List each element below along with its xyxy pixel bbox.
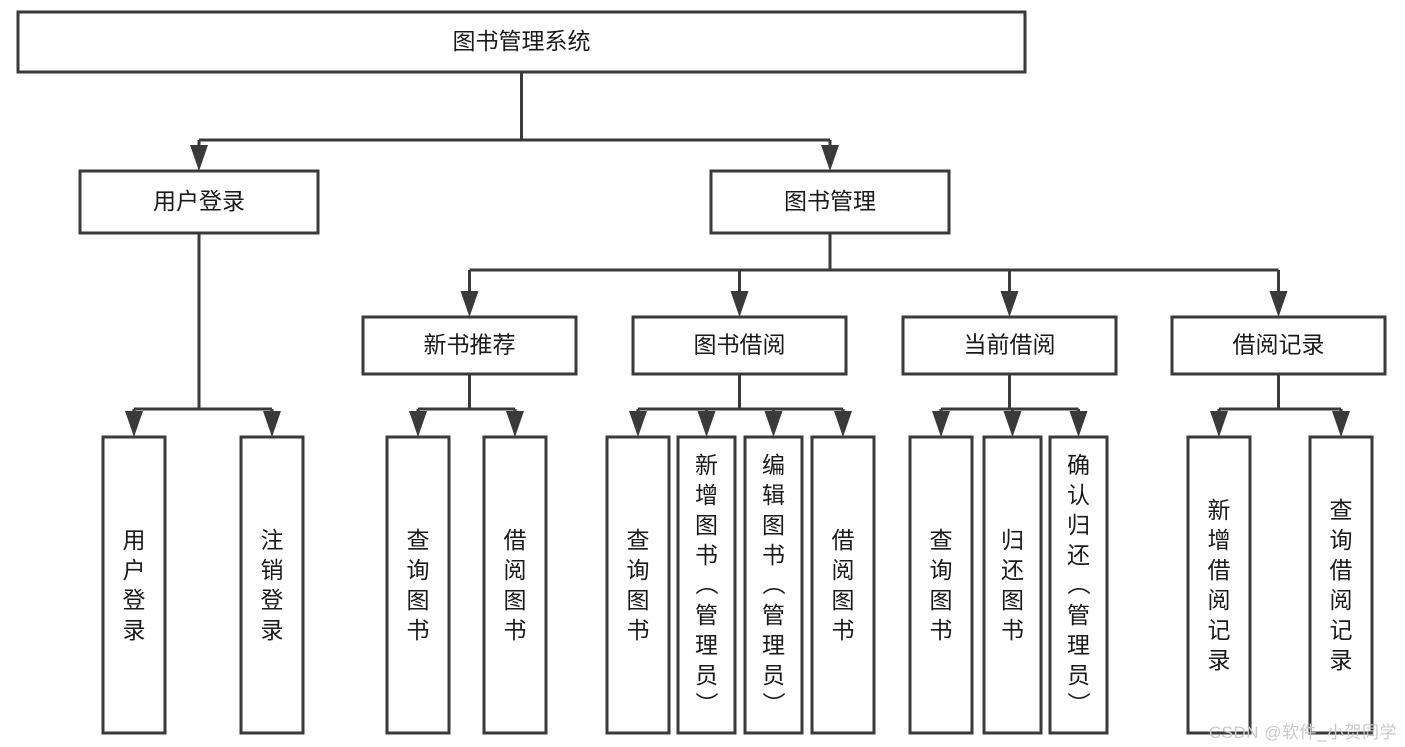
node-leaf-6-box[interactable] [743,435,804,735]
node-level3-0-box[interactable] [361,315,578,376]
node-leaf-4-label: 查询图书 [627,527,650,643]
arrow-head-icon-level2-1 [821,145,839,171]
node-level2-0-box[interactable] [78,169,320,235]
node-leaf-5-box[interactable] [676,435,737,735]
arrow-head-icon-leaf-9 [1003,411,1022,437]
node-level2-1-label: 图书管理 [784,188,876,214]
node-leaf-11[interactable]: 新增借阅记录 [1186,435,1252,735]
node-leaf-2[interactable]: 查询图书 [385,435,451,735]
node-level2-0-label: 用户登录 [153,188,245,214]
node-leaf-8[interactable]: 查询图书 [908,435,974,735]
node-leaf-1-box[interactable] [239,435,305,735]
arrow-head-icon-leaf-6 [764,411,783,437]
node-leaf-9[interactable]: 归还图书 [982,435,1043,735]
node-level2-1[interactable]: 图书管理 [709,169,951,235]
node-leaf-3-label: 借阅图书 [504,527,527,643]
arrow-head-icon-level3-2 [1000,291,1019,317]
node-leaf-5-label: 新增图书（管理员） [695,452,719,718]
arrow-head-icon-level3-1 [730,291,749,317]
node-leaf-7[interactable]: 借阅图书 [810,435,876,735]
arrow-head-icon-level3-3 [1269,291,1288,317]
node-leaf-5[interactable]: 新增图书（管理员） [676,435,737,735]
connectors-layer [125,72,1350,437]
node-leaf-0-label: 用户登录 [123,527,146,643]
arrow-head-icon-leaf-0 [125,411,143,437]
node-level2-0[interactable]: 用户登录 [78,169,320,235]
node-leaf-4-box[interactable] [605,435,671,735]
node-root-label: 图书管理系统 [453,28,591,54]
node-leaf-6-label: 编辑图书（管理员） [762,452,786,718]
node-leaf-10-box[interactable] [1048,435,1109,735]
arrow-head-icon-leaf-11 [1210,411,1228,437]
node-leaf-1[interactable]: 注销登录 [239,435,305,735]
node-leaf-7-box[interactable] [810,435,876,735]
node-leaf-12-label: 查询借阅记录 [1330,497,1353,673]
node-leaf-6[interactable]: 编辑图书（管理员） [743,435,804,735]
arrow-head-icon-leaf-3 [506,411,524,437]
node-level3-1[interactable]: 图书借阅 [631,315,848,376]
node-leaf-9-label: 归还图书 [1001,527,1024,643]
node-leaf-3[interactable]: 借阅图书 [482,435,548,735]
nodes-layer: 图书管理系统用户登录图书管理新书推荐图书借阅当前借阅借阅记录用户登录注销登录查询… [16,10,1387,735]
node-level2-1-box[interactable] [709,169,951,235]
node-leaf-11-box[interactable] [1186,435,1252,735]
arrow-head-icon-leaf-5 [697,411,716,437]
node-leaf-9-box[interactable] [982,435,1043,735]
arrow-head-icon-level3-0 [460,291,479,317]
arrow-head-icon-leaf-1 [263,411,281,437]
node-leaf-8-label: 查询图书 [930,527,953,643]
node-level3-2-label: 当前借阅 [964,332,1056,358]
node-root[interactable]: 图书管理系统 [16,10,1027,74]
node-leaf-10[interactable]: 确认归还（管理员） [1048,435,1109,735]
node-leaf-12-box[interactable] [1308,435,1374,735]
node-leaf-2-label: 查询图书 [407,527,430,643]
node-leaf-12[interactable]: 查询借阅记录 [1308,435,1374,735]
csdn-watermark: CSDN @软件_小贺同学 [1208,723,1397,742]
arrow-head-icon-leaf-10 [1069,411,1088,437]
arrow-head-icon-leaf-7 [834,411,852,437]
node-leaf-10-label: 确认归还（管理员） [1067,452,1091,718]
node-leaf-8-box[interactable] [908,435,974,735]
node-root-box[interactable] [16,10,1027,74]
node-level3-3-label: 借阅记录 [1233,332,1325,358]
node-level3-0-label: 新书推荐 [424,332,516,358]
node-leaf-0[interactable]: 用户登录 [101,435,167,735]
node-level3-1-box[interactable] [631,315,848,376]
node-leaf-7-label: 借阅图书 [832,527,855,643]
node-level3-0[interactable]: 新书推荐 [361,315,578,376]
node-leaf-0-box[interactable] [101,435,167,735]
arrow-head-icon-leaf-12 [1332,411,1350,437]
node-leaf-4[interactable]: 查询图书 [605,435,671,735]
node-leaf-3-box[interactable] [482,435,548,735]
node-leaf-11-label: 新增借阅记录 [1208,497,1231,673]
node-level3-1-label: 图书借阅 [694,332,786,358]
arrow-head-icon-leaf-4 [629,411,647,437]
arrow-head-icon-leaf-8 [932,411,950,437]
node-leaf-2-box[interactable] [385,435,451,735]
arrow-head-icon-level2-0 [190,145,208,171]
node-leaf-1-label: 注销登录 [261,527,284,643]
node-level3-2-box[interactable] [901,315,1118,376]
node-level3-2[interactable]: 当前借阅 [901,315,1118,376]
arrow-head-icon-leaf-2 [409,411,427,437]
node-level3-3-box[interactable] [1170,315,1387,376]
node-level3-3[interactable]: 借阅记录 [1170,315,1387,376]
